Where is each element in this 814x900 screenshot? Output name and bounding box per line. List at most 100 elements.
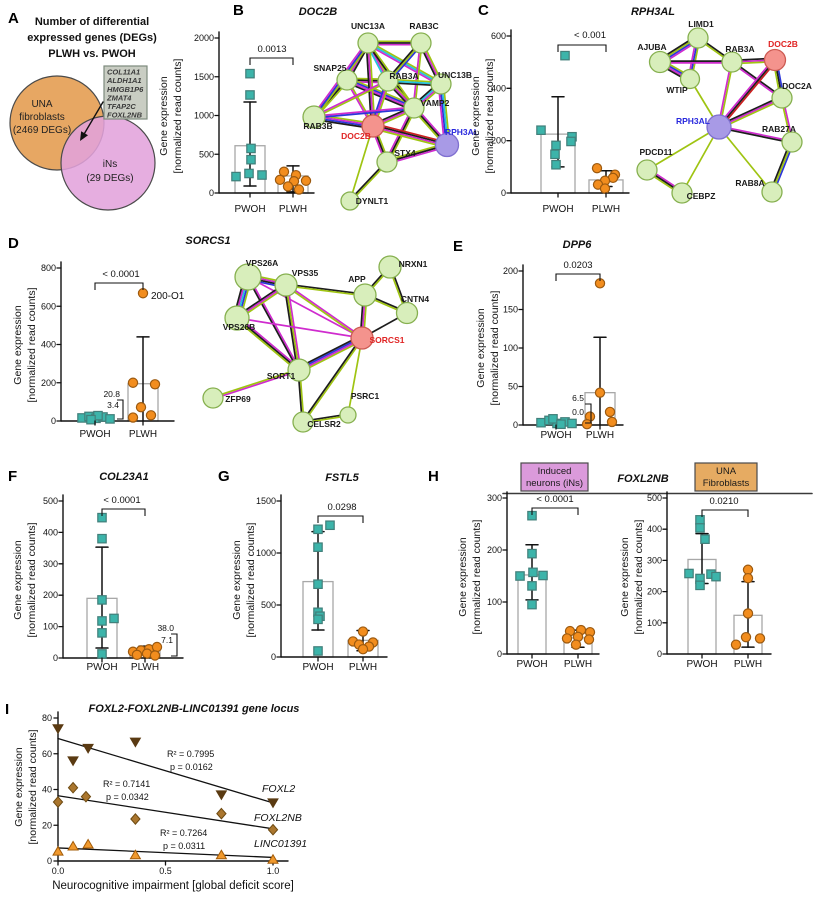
panel-e-letter: E	[453, 238, 464, 255]
trend-line-FOXL2	[57, 737, 274, 804]
PWOH-point	[700, 534, 710, 544]
y-axis-title: Gene expression	[13, 747, 25, 827]
panel-a-letter: A	[8, 10, 19, 27]
series-label: FOXL2NB	[254, 812, 302, 824]
y-tick-label: 20	[42, 820, 52, 830]
gene-node-PSRC1	[339, 406, 357, 424]
shared-gene-name: HMGB1P6	[107, 85, 144, 94]
x-tick-label: 0.5	[159, 866, 172, 876]
chart-title: DPP6	[563, 239, 593, 251]
gene-node-SNAP25	[336, 69, 358, 91]
y-axis-title: [normalized read counts]	[471, 519, 483, 634]
y-tick-label: 200	[487, 545, 502, 555]
PWOH-point	[515, 571, 525, 581]
x-group-label: PWOH	[516, 659, 547, 670]
gene-node-RAB27A	[781, 131, 803, 153]
FOXL2-point	[267, 798, 279, 809]
gene-node-label: DOC2B	[768, 39, 798, 49]
PLWH-point	[293, 184, 305, 195]
chart-title: DOC2B	[299, 6, 338, 18]
gene-node-VAMP2	[403, 97, 425, 119]
annotation-bracket	[171, 633, 178, 657]
PWOH-point	[313, 614, 323, 625]
gene-node-label: CNTN4	[401, 294, 430, 304]
PWOH-point	[313, 579, 323, 589]
shared-gene-name: ALDH1A1	[106, 76, 142, 85]
PLWH-point	[274, 174, 286, 186]
edge-SORT1-ZFP69	[211, 368, 300, 399]
gene-node-label: VAMP2	[421, 98, 450, 108]
PWOH-point	[548, 414, 558, 424]
PWOH-point	[245, 68, 255, 79]
shared-gene-name: TFAP2C	[107, 102, 136, 111]
venn-circle-label: fibroblasts	[19, 112, 65, 123]
y-tick-label: 200	[503, 266, 518, 276]
PWOH-point	[695, 515, 705, 525]
PWOH-point	[97, 595, 107, 605]
gene-node-label: CELSR2	[307, 419, 341, 429]
x-group-label: PLWH	[586, 430, 614, 441]
PLWH-point	[127, 412, 139, 423]
y-tick-label: 500	[43, 496, 58, 506]
gene-node-SORCS1	[350, 326, 374, 350]
PLWH-point	[581, 419, 593, 430]
PWOH-point	[566, 136, 576, 147]
y-tick-label: 0	[209, 188, 214, 198]
gene-node-label: SNAP25	[313, 63, 346, 73]
edge-DOC2B-RPH3AL	[372, 124, 449, 146]
PWOH-point	[551, 140, 561, 151]
edge-DOC2B-RPH3AL	[371, 127, 448, 149]
y-tick-label: 0	[657, 649, 662, 659]
PWOH-point	[528, 567, 538, 578]
edge-RPH3AL-RAB8A	[718, 126, 773, 193]
gene-node-ZFP69	[202, 387, 224, 409]
gene-node-RAB3C	[410, 32, 432, 54]
gene-node-label: SORT1	[267, 371, 296, 381]
gene-node-label: DYNLT1	[356, 196, 389, 206]
x-group-label: PWOH	[79, 429, 110, 440]
edge-SORCS1-CELSR2	[301, 336, 363, 423]
y-tick-label: 200	[43, 590, 58, 600]
gene-node-PDCD11	[636, 159, 658, 181]
gene-node-CEBPZ	[671, 182, 693, 204]
edge-SORCS1-CELSR2	[302, 337, 364, 424]
FOXL2NB-point	[130, 813, 141, 825]
LINC01391-point	[215, 849, 228, 860]
venn-circle-label: UNA	[31, 99, 52, 110]
x-group-label: PLWH	[734, 659, 762, 670]
x-group-label: PLWH	[564, 659, 592, 670]
gene-node-CNTN4	[395, 301, 419, 325]
PLWH-point	[742, 572, 754, 584]
value-annotation: 3.4	[107, 400, 119, 410]
gene-node-UNC13B	[430, 73, 452, 95]
FOXL2NB-point	[52, 796, 64, 808]
gene-node-label: UNC13A	[351, 21, 385, 31]
y-axis-title: [normalized read counts]	[633, 519, 645, 634]
r-squared-text: R² = 0.7995	[167, 749, 214, 759]
pvalue-text: 0.0203	[563, 260, 592, 271]
PWOH-point	[246, 154, 256, 165]
x-axis-title: Neurocognitive impairment [global defici…	[52, 880, 294, 892]
panel-d-letter: D	[8, 235, 19, 252]
PWOH-point	[556, 419, 566, 430]
gene-node-label: RAB3C	[409, 21, 438, 31]
gene-node-label: RAB27A	[762, 124, 796, 134]
PLWH-point	[149, 379, 161, 390]
venn-arrow-line	[83, 101, 104, 134]
gene-node-AJUBA	[648, 50, 672, 74]
PLWH-point	[137, 288, 149, 299]
y-axis-title: [normalized read counts]	[26, 287, 38, 402]
value-annotation: 0.0	[572, 407, 584, 417]
FOXL2NB-point	[80, 790, 92, 803]
PLWH-point	[606, 416, 618, 428]
panel-d-network: VPS26AVPS35APPNRXN1CNTN4VPS26BSORCS1SORT…	[202, 255, 430, 433]
pvalue-text: 0.0298	[327, 502, 356, 513]
group-badge-label: Fibroblasts	[703, 478, 750, 489]
series-label: FOXL2	[262, 783, 295, 795]
y-axis-title: Gene expression	[158, 76, 170, 156]
